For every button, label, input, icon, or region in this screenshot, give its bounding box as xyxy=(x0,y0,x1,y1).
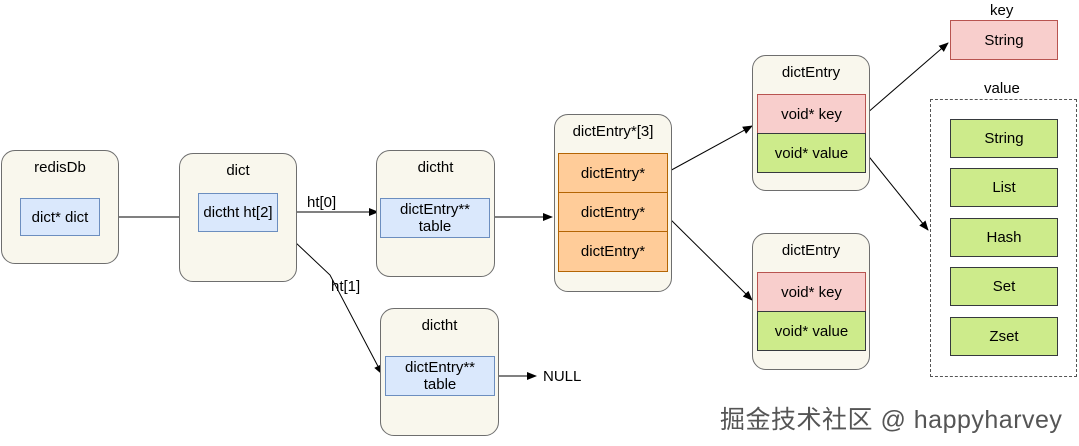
edge-label-ht1: ht[1] xyxy=(331,278,361,295)
value-type: Hash xyxy=(950,218,1058,257)
watermark: 掘金技术社区 @ happyharvey xyxy=(720,406,1063,434)
bucket-slot: dictEntry* xyxy=(558,231,668,272)
edge-slot2-to-entry-bottom xyxy=(665,214,753,301)
dictht-0-title: dictht xyxy=(417,159,454,176)
edge-key-to-string xyxy=(865,42,949,115)
dict-entry-top-value: void* value xyxy=(757,133,866,173)
value-type: String xyxy=(950,119,1058,158)
bucket-slot-label: dictEntry* xyxy=(580,203,646,221)
value-type-label: Set xyxy=(992,278,1016,295)
value-type: Zset xyxy=(950,317,1058,356)
dict-entry-top-key-label: void* key xyxy=(781,105,842,123)
value-type: List xyxy=(950,168,1058,207)
key-group-title: key xyxy=(990,2,1014,19)
bucket-slot-label: dictEntry* xyxy=(580,243,646,260)
null-label: NULL xyxy=(543,368,582,385)
dictht-1-table-line1: dictEntry** xyxy=(404,359,476,376)
value-type-label: List xyxy=(992,179,1016,196)
edge-value-to-value-group xyxy=(865,152,929,231)
dictht-1-table: dictEntry** table xyxy=(385,356,495,396)
dict-entry-top-key: void* key xyxy=(757,94,866,134)
dict-ht-array: dictht ht[2] xyxy=(198,193,278,232)
dict-ht-array-label: dictht ht[2] xyxy=(203,204,273,221)
dict-entry-bottom-key: void* key xyxy=(757,272,866,312)
value-type-label: String xyxy=(984,130,1024,147)
value-type: Set xyxy=(950,267,1058,306)
redisdb-title: redisDb xyxy=(34,159,86,176)
dict-entry-top-value-label: void* value xyxy=(774,144,849,162)
dict-entry-bottom-key-label: void* key xyxy=(781,283,842,301)
dictht-1-title: dictht xyxy=(421,317,458,334)
key-string-type: String xyxy=(950,20,1058,60)
dict-title: dict xyxy=(226,162,250,179)
dict-entry-bottom-title: dictEntry xyxy=(781,242,841,259)
dict-entry-bottom-value: void* value xyxy=(757,311,866,351)
key-string-type-label: String xyxy=(984,31,1024,49)
edge-label-ht0: ht[0] xyxy=(307,194,337,211)
bucket-slot: dictEntry* xyxy=(558,192,668,232)
bucket-array-title: dictEntry*[3] xyxy=(572,123,654,140)
value-type-label: Hash xyxy=(986,229,1022,246)
redisdb-dict-pointer-label: dict* dict xyxy=(31,208,89,226)
dictht-0-table-line1: dictEntry** xyxy=(399,201,471,218)
dict-entry-bottom-value-label: void* value xyxy=(774,322,849,340)
redisdb-dict-pointer: dict* dict xyxy=(20,198,100,236)
edge-slot1-to-entry-top xyxy=(665,125,753,174)
dictht-0-table: dictEntry** table xyxy=(380,198,490,238)
value-group-border xyxy=(930,99,1077,377)
bucket-slot: dictEntry* xyxy=(558,153,668,193)
value-group-title: value xyxy=(984,80,1020,97)
dictht-1-table-line2: table xyxy=(423,376,457,393)
dict-entry-top-title: dictEntry xyxy=(781,64,841,81)
dictht-0-table-line2: table xyxy=(418,218,452,235)
bucket-slot-label: dictEntry* xyxy=(580,164,646,182)
value-type-label: Zset xyxy=(989,328,1019,345)
